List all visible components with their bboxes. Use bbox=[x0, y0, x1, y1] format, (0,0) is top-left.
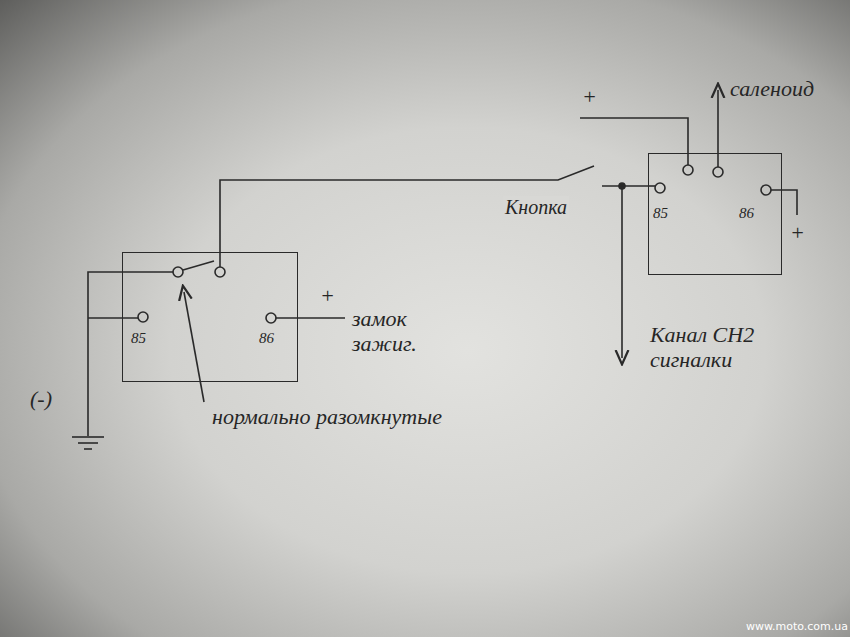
wire-label: замок зажиг. bbox=[352, 306, 457, 357]
relay-box: 85 86 bbox=[122, 252, 298, 382]
wire-label: + bbox=[790, 220, 805, 245]
relay-box: 85 86 bbox=[648, 153, 782, 275]
pin-number: 86 bbox=[739, 206, 754, 221]
wire-label: + bbox=[320, 283, 335, 308]
button-label: Кнопка bbox=[503, 196, 569, 218]
wire-label: нормально разомкнутые bbox=[212, 404, 442, 429]
pin-number: 85 bbox=[131, 331, 146, 346]
wire-with-button bbox=[220, 166, 648, 252]
pin-number: 86 bbox=[259, 331, 274, 346]
wire-label: саленоид bbox=[730, 76, 814, 101]
wire-label: (-) bbox=[30, 386, 52, 411]
pin-number: 85 bbox=[653, 206, 668, 221]
wire-label: Канал CH2 сигналки bbox=[650, 322, 800, 373]
wire-label: + bbox=[582, 84, 597, 109]
watermark: www.moto.com.ua bbox=[746, 621, 848, 634]
